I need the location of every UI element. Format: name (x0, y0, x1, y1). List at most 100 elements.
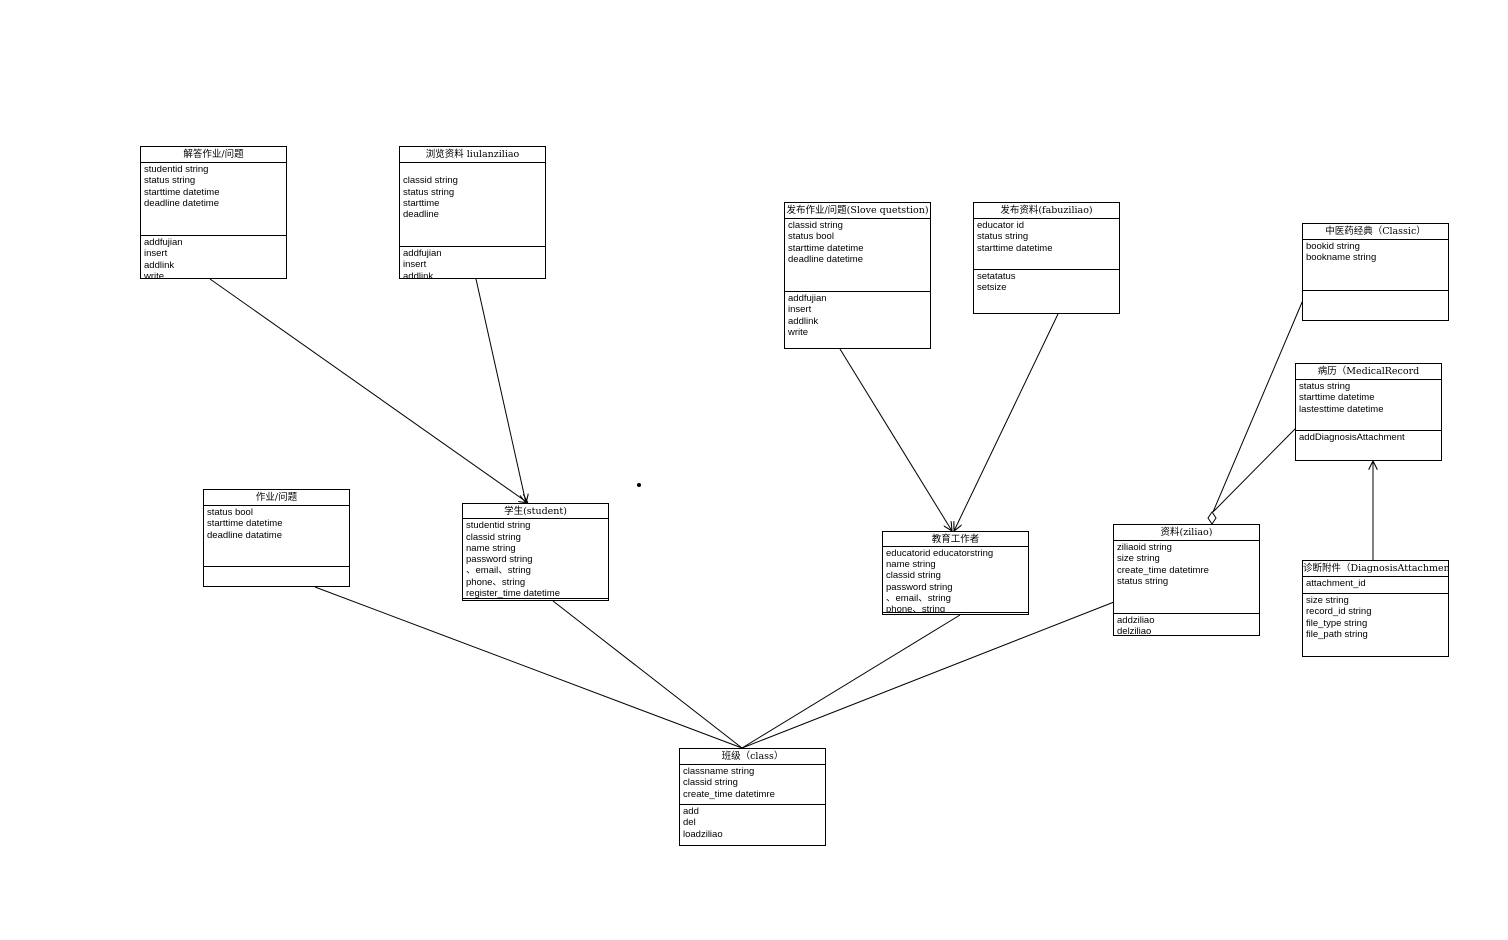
class-operations (204, 567, 349, 586)
operation-line: addlink (403, 270, 434, 278)
class-box-diagnosis-attachment[interactable]: 诊断附件（DiagnosisAttachment） attachment_id … (1302, 560, 1449, 657)
operation-line: setatatus (977, 271, 1016, 282)
operation-line: record_id string (1306, 606, 1372, 618)
class-title: 作业/问题 (204, 490, 349, 506)
attribute-line: attachment_id (1306, 578, 1366, 589)
class-title: 浏览资料 liulanziliao (400, 147, 545, 163)
attribute-line: lastesttime datetime (1299, 403, 1384, 415)
operation-line: addfujian (788, 293, 827, 304)
operation-line: addfujian (403, 248, 442, 259)
class-title: 病历（MedicalRecord (1296, 364, 1441, 380)
attribute-line: name string (466, 542, 516, 554)
attribute-line: deadline datatime (207, 529, 282, 541)
operation-line: insert (788, 304, 812, 316)
operation-line: file_path string (1306, 628, 1368, 640)
link-browse-student (475, 278, 526, 503)
attribute-line: phone、string (886, 604, 946, 613)
attribute-line: educator id (977, 220, 1025, 231)
attribute-line: classname string (683, 766, 755, 777)
class-title: 诊断附件（DiagnosisAttachment） (1303, 561, 1448, 577)
attribute-line: classid string (886, 570, 941, 582)
operation-line: write (144, 270, 165, 278)
class-attributes: attachment_id (1303, 577, 1448, 594)
attribute-line: classid string (683, 777, 738, 789)
link-homework-class (314, 586, 743, 749)
attribute-line: classid string (403, 175, 458, 187)
operation-line: write (788, 326, 809, 338)
attribute-line: educatorid educatorstring (886, 547, 994, 559)
attribute-line: status string (1117, 575, 1169, 587)
attribute-line: password string (886, 581, 953, 593)
attribute-line: 、email、string (466, 565, 531, 577)
class-title: 资料(ziliao) (1114, 525, 1259, 541)
attribute-line: starttime datetime (144, 186, 220, 198)
attribute-line: create_time datetimre (1117, 564, 1209, 576)
operation-line: addziliao (1117, 615, 1155, 626)
attribute-line: deadline datetime (788, 253, 863, 265)
attribute-line (403, 164, 542, 175)
stray-dot (637, 483, 641, 487)
link-educator-class (741, 614, 961, 749)
class-title: 学生(student) (463, 504, 608, 520)
operation-line: addfujian (144, 237, 183, 248)
class-operations (883, 613, 1028, 614)
attribute-line: phone、string (466, 576, 526, 588)
attribute-line: starttime datetime (788, 242, 864, 254)
attribute-line: register_time datetime (466, 588, 560, 599)
link-classic-material (1212, 299, 1304, 513)
attribute-line: status string (977, 231, 1029, 243)
attribute-line: studentid string (466, 520, 531, 532)
attribute-line: bookname string (1306, 252, 1377, 264)
operation-line: insert (403, 259, 427, 271)
operation-line: size string (1306, 595, 1349, 606)
class-operations (463, 599, 608, 600)
attribute-line: status string (144, 175, 196, 187)
link-answer-student (209, 278, 528, 503)
attribute-line: status string (1299, 381, 1351, 392)
link-medical-record-material (1212, 427, 1297, 513)
attribute-line: size string (1117, 553, 1160, 565)
operation-line: addlink (788, 315, 819, 327)
operation-line: file_type string (1306, 617, 1368, 629)
attribute-line: 、email、string (886, 592, 951, 604)
operation-line: del (683, 817, 696, 829)
class-title: 中医药经典（Classic） (1303, 224, 1448, 240)
attribute-line: status string (403, 186, 455, 198)
class-title: 班级（class） (680, 749, 825, 765)
class-title: 发布资料(fabuziliao) (974, 203, 1119, 219)
class-title: 解答作业/问题 (141, 147, 286, 163)
attribute-line: classid string (466, 531, 521, 543)
attribute-line: password string (466, 554, 533, 566)
class-title: 发布作业/问题(Slove quetstion) (785, 203, 930, 219)
aggregation-diamond (1207, 511, 1217, 525)
attribute-line: deadline (403, 209, 439, 221)
attribute-line: starttime datetime (1299, 392, 1375, 404)
link-publish-material-educator (954, 313, 1059, 531)
attribute-line: starttime datetime (977, 242, 1053, 254)
